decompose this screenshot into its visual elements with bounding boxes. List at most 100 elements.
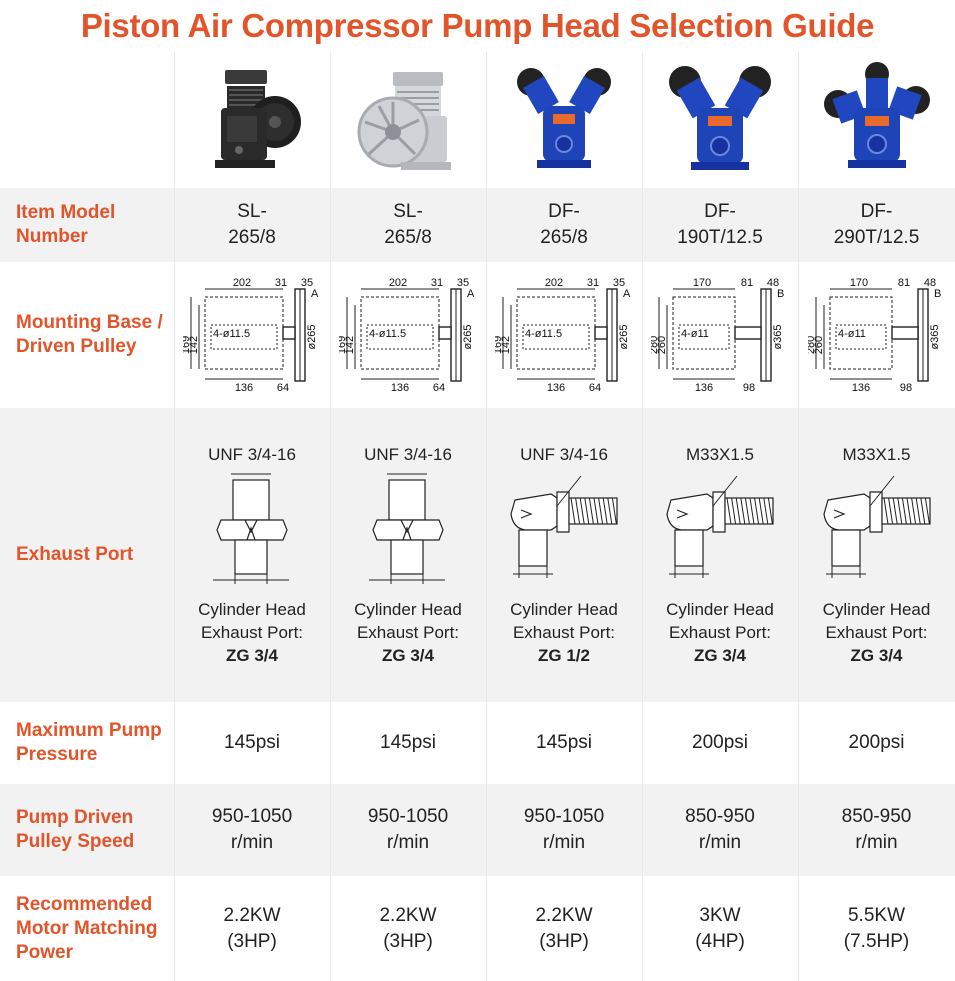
- power-cell: 2.2KW(3HP): [486, 876, 642, 981]
- thread-spec: M33X1.5: [842, 445, 911, 464]
- exhaust-caption: Exhaust Port:: [200, 623, 304, 642]
- svg-text:A: A: [467, 288, 475, 300]
- power-cell: 5.5KW(7.5HP): [798, 876, 955, 981]
- speed-unit: r/min: [386, 832, 430, 853]
- power-kw: 2.2KW: [379, 904, 437, 926]
- speed-unit: r/min: [542, 832, 586, 853]
- svg-text:142: 142: [188, 336, 200, 354]
- svg-text:98: 98: [743, 382, 755, 394]
- column-divider: [642, 52, 643, 981]
- model-line: 265/8: [228, 227, 276, 248]
- exhaust-caption: Cylinder Head: [822, 600, 931, 619]
- exhaust-fitting-drawing: [822, 475, 931, 578]
- svg-text:142: 142: [344, 336, 356, 354]
- model-cell: SL- 265/8: [330, 188, 486, 262]
- exhaust-caption: Cylinder Head: [510, 600, 618, 619]
- exhaust-fitting-drawing: [213, 473, 289, 584]
- svg-text:170: 170: [693, 277, 711, 289]
- product-image-cell: [330, 52, 486, 188]
- svg-text:136: 136: [547, 382, 565, 394]
- svg-text:169: 169: [495, 336, 504, 354]
- svg-text:35: 35: [457, 277, 469, 289]
- svg-text:4-ø11.5: 4-ø11.5: [369, 328, 406, 340]
- product-image-cell: [486, 52, 642, 188]
- pressure-cell: 200psi: [692, 732, 748, 753]
- svg-text:136: 136: [391, 382, 409, 394]
- speed-label: Pump Driven Pulley Speed: [16, 807, 135, 852]
- pressure-label: Maximum Pump Pressure: [16, 720, 162, 765]
- blue-triple-pump-head-icon: [823, 62, 930, 168]
- power-cell: 2.2KW (3HP): [174, 876, 330, 981]
- svg-text:280: 280: [651, 336, 660, 354]
- model-cell: DF-290T/12.5: [798, 188, 955, 262]
- model-cell: SL- 265/8: [174, 188, 330, 262]
- svg-text:ø365: ø365: [772, 324, 784, 349]
- model-line: 265/8: [384, 227, 432, 248]
- power-hp: (7.5HP): [843, 930, 910, 952]
- black-pump-head-icon: [215, 70, 301, 168]
- svg-text:280: 280: [808, 336, 817, 354]
- pressure-row: Maximum Pump Pressure 145psi 145psi 145p…: [0, 702, 955, 784]
- svg-text:81: 81: [741, 277, 753, 289]
- exhaust-cell: UNF 3/4-16 Cylinder Head Exhaust Port: Z…: [174, 408, 330, 702]
- pressure-cell: 145psi: [380, 732, 436, 753]
- power-hp: (3HP): [227, 930, 277, 952]
- model-line: SL-: [237, 201, 267, 222]
- column-divider: [798, 52, 799, 981]
- exhaust-port-value: ZG 1/2: [538, 646, 590, 665]
- svg-text:31: 31: [587, 277, 599, 289]
- column-divider: [174, 52, 175, 981]
- exhaust-port-value: ZG 3/4: [694, 646, 746, 665]
- exhaust-caption: Exhaust Port:: [825, 623, 928, 642]
- exhaust-row: Exhaust Port UNF 3/4-16 Cylinder Head Ex…: [0, 408, 955, 702]
- svg-text:136: 136: [235, 382, 253, 394]
- svg-text:ø365: ø365: [929, 324, 941, 349]
- svg-text:169: 169: [183, 336, 192, 354]
- svg-text:170: 170: [849, 277, 867, 289]
- exhaust-cell: UNF 3/4-16 Cylinder Head Exhaust Port: Z…: [330, 408, 486, 702]
- power-kw: 3KW: [699, 904, 741, 926]
- svg-text:ø265: ø265: [462, 324, 474, 349]
- svg-text:4-ø11: 4-ø11: [681, 328, 709, 340]
- power-kw: 2.2KW: [223, 904, 281, 926]
- svg-text:260: 260: [656, 336, 668, 354]
- model-row: Item Model Number SL-265/8 SL-265/8 DF-2…: [0, 188, 955, 262]
- exhaust-caption: Exhaust Port:: [668, 623, 772, 642]
- exhaust-caption: Exhaust Port:: [512, 623, 616, 642]
- exhaust-cell: M33X1.5 Cylinder Head Exhaust Port: ZG 3…: [798, 408, 955, 702]
- svg-text:64: 64: [589, 382, 601, 394]
- exhaust-fitting-drawing: [369, 473, 445, 584]
- column-divider: [330, 52, 331, 981]
- exhaust-label: Exhaust Port: [16, 544, 134, 565]
- svg-text:98: 98: [899, 382, 911, 394]
- speed-value: 950-1050: [367, 806, 449, 827]
- model-line: SL-: [393, 201, 423, 222]
- svg-text:4-ø11: 4-ø11: [838, 328, 866, 340]
- exhaust-caption: Cylinder Head: [354, 600, 462, 619]
- power-row: Recommended Motor Matching Power 2.2KW(3…: [0, 876, 955, 981]
- power-hp: (4HP): [695, 930, 745, 952]
- exhaust-cell: UNF 3/4-16 Cylinder Head Exhaust Port: Z…: [486, 408, 642, 702]
- exhaust-caption: Cylinder Head: [666, 600, 774, 619]
- exhaust-port-value: ZG 3/4: [226, 646, 278, 665]
- model-line: 265/8: [540, 227, 588, 248]
- svg-text:A: A: [311, 288, 319, 300]
- speed-unit: r/min: [855, 832, 898, 853]
- power-kw: 2.2KW: [535, 904, 593, 926]
- exhaust-cell: M33X1.5 Cylinder Head Exhaust Port: ZG 3…: [642, 408, 798, 702]
- blue-twin-pump-head-large-icon: [669, 66, 771, 170]
- svg-text:35: 35: [301, 277, 313, 289]
- svg-text:260: 260: [813, 336, 825, 354]
- speed-unit: r/min: [698, 832, 742, 853]
- pressure-cell: 200psi: [848, 732, 905, 753]
- svg-text:31: 31: [275, 277, 287, 289]
- exhaust-port-value: ZG 3/4: [850, 646, 903, 665]
- power-hp: (3HP): [383, 930, 433, 952]
- thread-spec: UNF 3/4-16: [208, 445, 296, 464]
